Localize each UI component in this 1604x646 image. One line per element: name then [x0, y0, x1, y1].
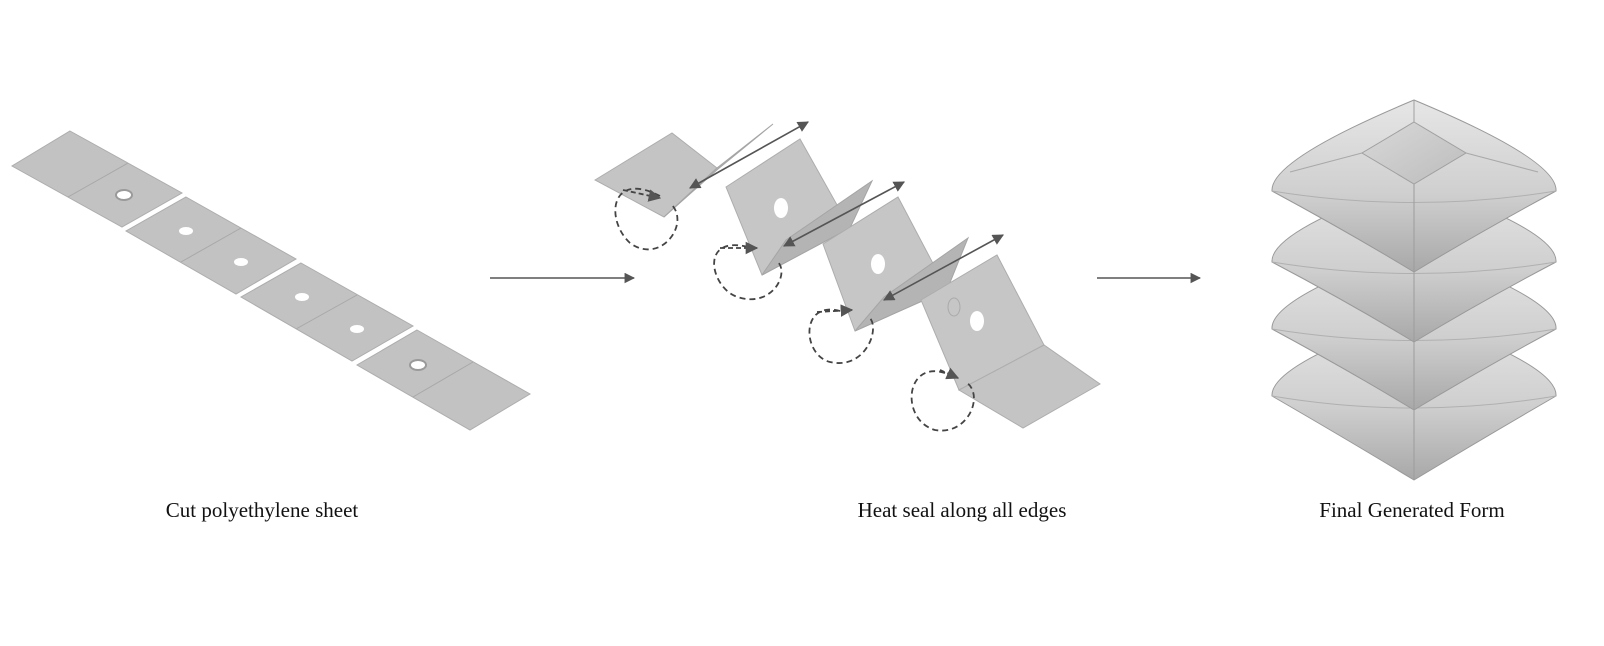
- seal-arrow: [883, 234, 1004, 301]
- fold-indicator-arrow: [939, 367, 960, 380]
- caption-final-form: Final Generated Form: [1319, 498, 1505, 522]
- fold-indicator-arrow: [622, 189, 662, 202]
- flat-sheet-strip: [11, 130, 531, 431]
- sheet-hole: [115, 189, 133, 201]
- fold-indicator-arrow: [808, 308, 874, 364]
- fold-line: [412, 361, 474, 398]
- fold-indicator-arrow: [910, 370, 975, 432]
- sheet-panel: [11, 130, 184, 228]
- sheet-hole: [295, 293, 309, 301]
- sheet-panel: [593, 132, 718, 218]
- inflated-layer: [1271, 99, 1557, 273]
- fold-indicator-arrow: [713, 244, 783, 300]
- sheet-hole: [350, 325, 364, 333]
- caption-cut-sheet: Cut polyethylene sheet: [165, 498, 359, 522]
- sheet-hole: [871, 254, 885, 274]
- fold-indicator-arrow: [816, 304, 854, 317]
- fold-line: [180, 227, 242, 263]
- seal-arrow: [783, 181, 905, 247]
- final-form-stack: [1271, 99, 1557, 481]
- folded-sheet: [593, 121, 1101, 432]
- sheet-panel: [957, 344, 1101, 429]
- sheet-hole: [774, 198, 788, 218]
- caption-heat-seal: Heat seal along all edges: [857, 498, 1067, 522]
- fold-line: [67, 162, 129, 198]
- sheet-panel: [356, 329, 531, 431]
- sheet-hole: [409, 359, 427, 371]
- seal-arrow: [689, 121, 809, 189]
- fold-line: [295, 294, 358, 330]
- sheet-hole: [970, 311, 984, 331]
- sheet-hole: [234, 258, 248, 266]
- sheet-hole: [179, 227, 193, 235]
